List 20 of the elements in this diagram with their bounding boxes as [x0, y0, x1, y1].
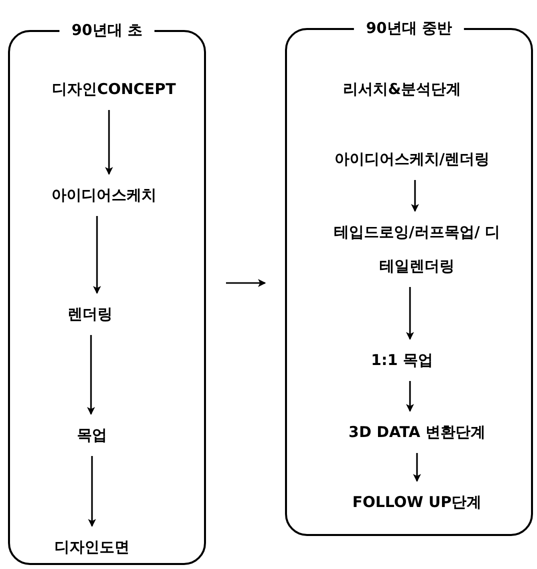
step-text: 디자인CONCEPT — [52, 72, 176, 106]
step-text: 1:1 목업 — [370, 343, 434, 377]
step-text: 렌더링 — [68, 297, 112, 331]
arrow — [105, 110, 113, 175]
arrow — [93, 216, 101, 294]
step-text: 리서치&분석단계 — [342, 72, 462, 106]
arrow — [226, 279, 266, 287]
step-text: 디자인도면 — [54, 530, 130, 564]
step-text: 3D DATA 변환단계 — [348, 415, 486, 449]
arrow — [406, 287, 414, 340]
arrow — [406, 381, 414, 412]
arrow — [88, 456, 96, 527]
step-text: FOLLOW UP단계 — [352, 485, 482, 519]
arrow — [411, 180, 419, 212]
step-text: 아이디어스케치/렌더링 — [334, 142, 490, 176]
step-text: 테입드로잉/러프목업/ 디테일렌더링 — [327, 215, 507, 283]
arrow — [87, 335, 95, 415]
step-text: 목업 — [77, 418, 107, 452]
step-text: 아이디어스케치 — [52, 178, 156, 212]
arrow — [413, 453, 421, 482]
